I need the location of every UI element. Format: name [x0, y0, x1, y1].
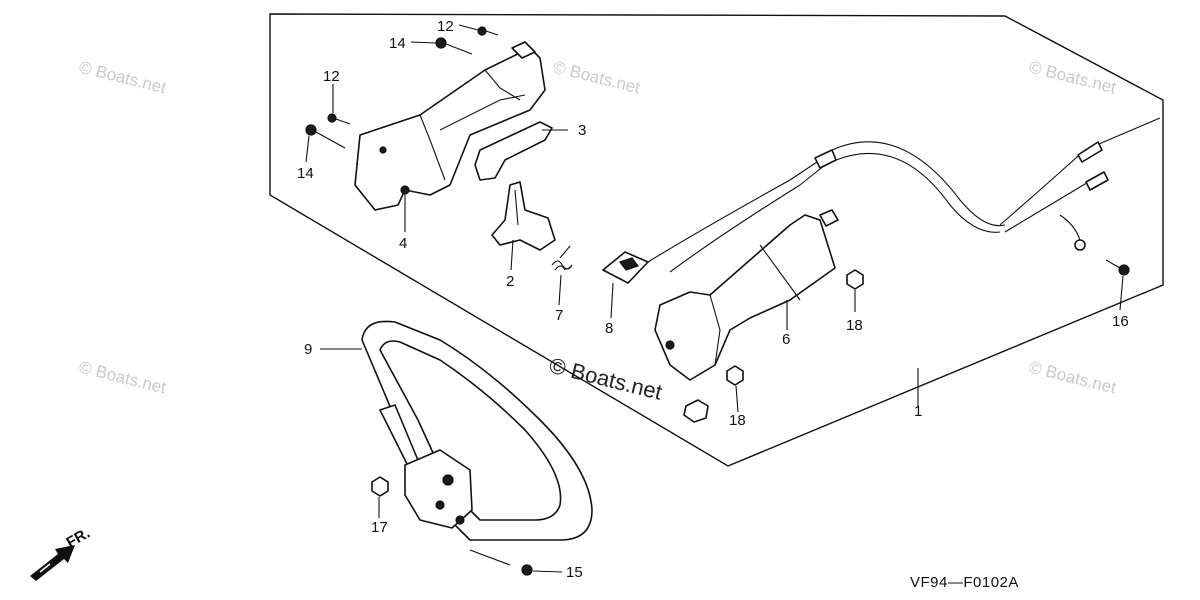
part-6-grip — [654, 209, 839, 381]
watermark-2: © Boats.net — [551, 57, 642, 97]
callout-6: 6 — [782, 331, 790, 348]
grommet — [683, 399, 709, 423]
part-8-switch — [602, 251, 649, 284]
callout-17: 17 — [371, 519, 388, 536]
nut-17 — [371, 476, 389, 497]
watermark-3: © Boats.net — [1027, 57, 1118, 97]
watermark-4: © Boats.net — [77, 357, 168, 397]
leader-lines — [305, 24, 1124, 573]
callout-9: 9 — [304, 341, 312, 358]
part-3-lever — [474, 121, 553, 181]
callout-7: 7 — [555, 307, 563, 324]
callout-16: 16 — [1112, 313, 1129, 330]
screw-16 — [1105, 259, 1130, 276]
part-2-trigger — [491, 181, 556, 251]
bolt-15 — [469, 549, 533, 576]
callout-4: 4 — [399, 235, 407, 252]
callout-3: 3 — [578, 122, 586, 139]
callout-18-upper: 18 — [846, 317, 863, 334]
part-7-spring — [551, 245, 573, 271]
callout-14-left: 14 — [297, 165, 314, 182]
diagram-code: VF94—F0102A — [910, 574, 1019, 591]
part-4-handle-housing — [354, 41, 546, 211]
callout-12-top: 12 — [437, 18, 454, 35]
callout-14-top: 14 — [389, 35, 406, 52]
callout-2: 2 — [506, 273, 514, 290]
watermark-5: © Boats.net — [1027, 357, 1118, 397]
callout-8: 8 — [605, 320, 613, 337]
front-arrow-icon — [30, 545, 75, 581]
callout-15: 15 — [566, 564, 583, 581]
assembly-outline — [269, 13, 1164, 467]
watermark-1: © Boats.net — [77, 57, 168, 97]
screws-upper — [305, 26, 499, 149]
nut-18-lower — [726, 365, 744, 386]
nut-18-upper — [846, 269, 864, 290]
callout-18-lower: 18 — [729, 412, 746, 429]
callout-1: 1 — [914, 403, 922, 420]
watermark-center: © Boats.net — [547, 353, 665, 405]
part-9-loop-handle — [361, 320, 593, 541]
cable-harness — [647, 117, 1161, 273]
callout-12-left: 12 — [323, 68, 340, 85]
